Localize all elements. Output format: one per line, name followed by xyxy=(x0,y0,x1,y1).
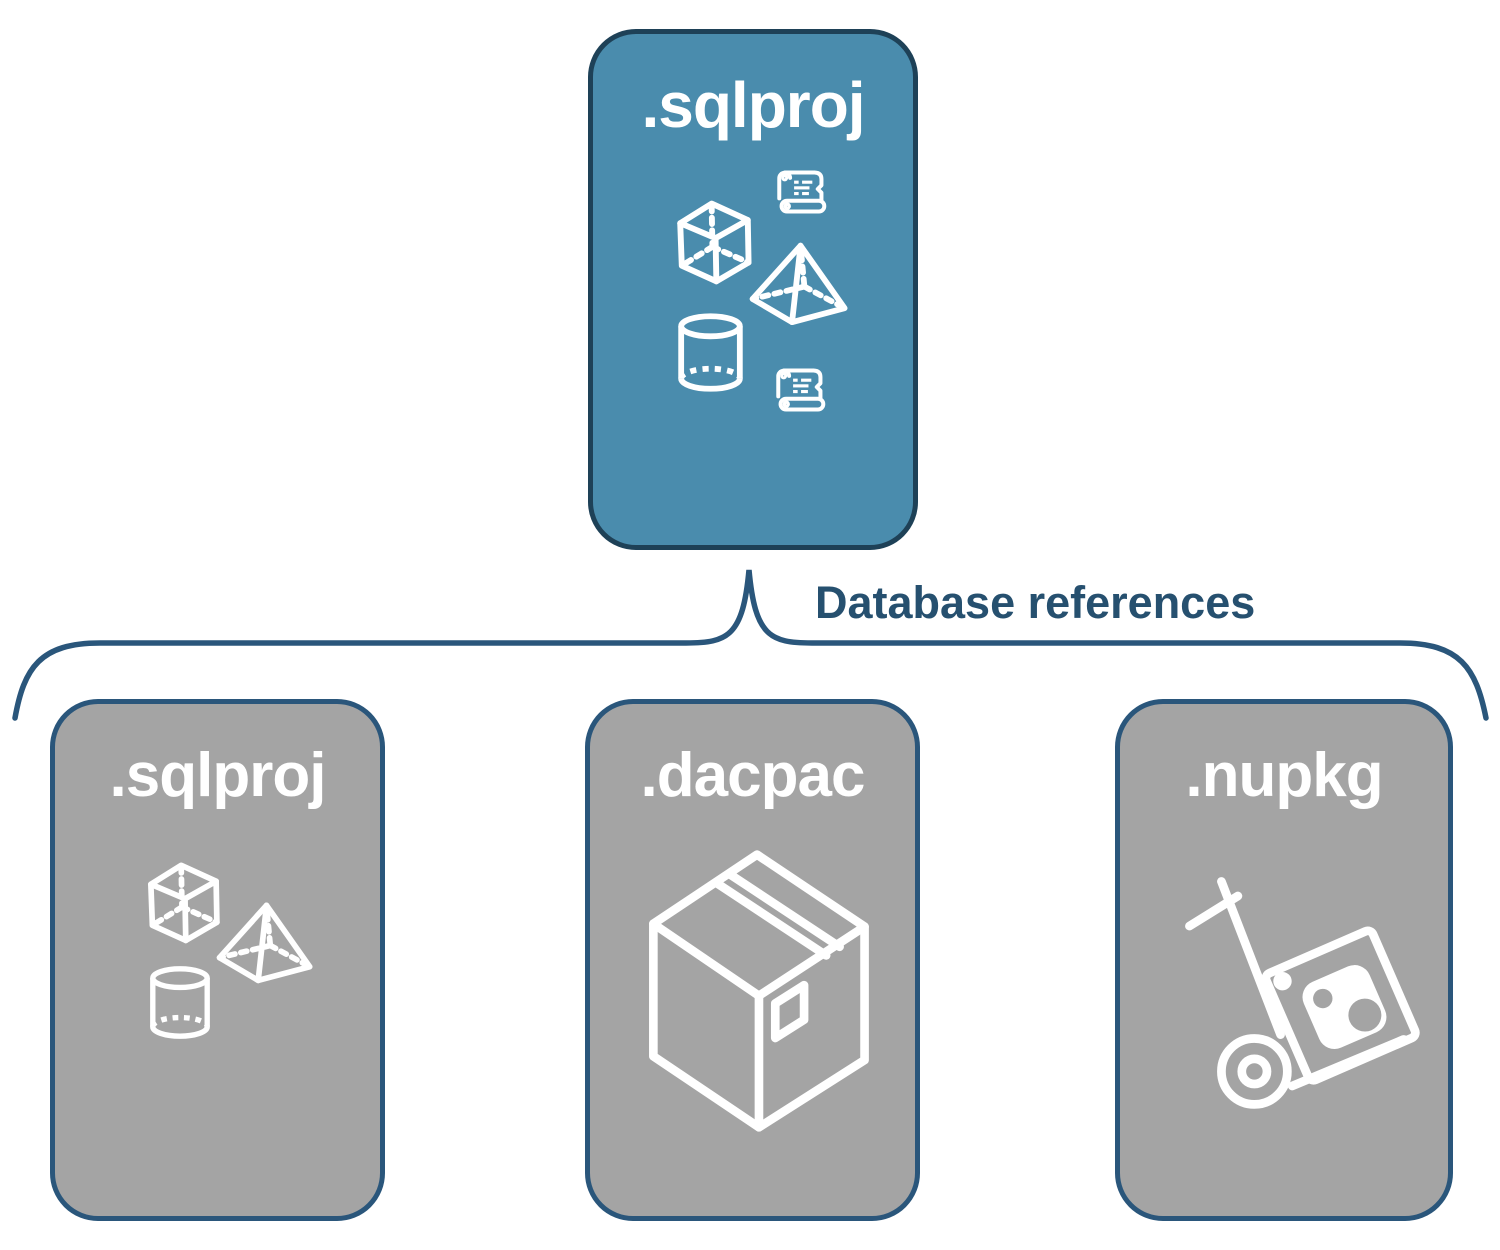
child-node-label: .dacpac xyxy=(640,741,866,810)
cylinder-icon xyxy=(675,313,746,392)
child-node-sqlproj: .sqlproj xyxy=(50,699,385,1221)
child-node-label: .sqlproj xyxy=(109,741,327,810)
package-box-icon xyxy=(638,846,878,1134)
child-node-dacpac: .dacpac xyxy=(585,699,920,1221)
scroll-icon xyxy=(772,366,829,420)
root-node-sqlproj: .sqlproj xyxy=(588,29,918,550)
child-node-nupkg: .nupkg xyxy=(1115,699,1453,1221)
connector-label: Database references xyxy=(815,577,1256,628)
scroll-icon xyxy=(773,168,830,222)
cylinder-icon xyxy=(147,966,213,1039)
pyramid-icon xyxy=(748,240,850,327)
root-node-label: .sqlproj xyxy=(641,69,865,141)
cube-icon xyxy=(670,194,758,287)
cube-icon xyxy=(141,856,226,946)
pyramid-icon xyxy=(215,900,315,985)
child-node-label: .nupkg xyxy=(1185,741,1383,810)
nuget-hand-truck-icon xyxy=(1172,860,1424,1122)
